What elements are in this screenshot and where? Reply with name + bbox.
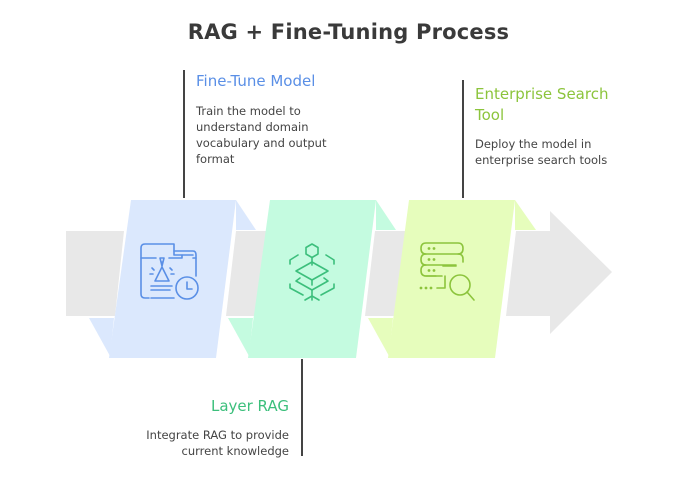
step-3-description-line: Deploy the model in [475,137,592,151]
diagram-title: RAG + Fine-Tuning Process [187,20,510,44]
step-2-description-line: current knowledge [181,444,289,458]
step-2-panel [248,200,376,358]
3d-printer-clock-icon [140,243,199,300]
step-2-fold-top [376,200,396,230]
step-1-fold-bottom [89,318,114,356]
step-2-heading: Layer RAG [210,397,289,415]
step-1-heading: Fine-Tune Model [196,72,316,90]
layered-stack-icon [289,243,335,301]
step-3-fold-top [515,200,536,230]
step-2-connector [301,359,303,456]
step-3-heading-line: Tool [475,106,505,124]
arrow-body-segment-start [66,231,124,316]
step-1-description: Train the model to understand domain voc… [196,103,326,167]
database-search-icon [419,242,475,301]
step-1-connector [183,70,185,198]
step-3-connector [462,80,464,198]
step-1-panel [109,200,236,358]
step-3-description: Deploy the model in enterprise search to… [475,136,607,168]
step-3-heading-line: Enterprise Search [475,85,609,103]
step-1-description-line: vocabulary and output [196,136,327,150]
step-2-description-line: Integrate RAG to provide [146,428,289,442]
step-2-description: Integrate RAG to provide current knowled… [146,427,289,459]
step-2-fold-bottom [228,318,253,356]
step-1-fold-top [236,200,256,230]
step-1-description-line: Train the model to [196,104,301,118]
step-3-heading: Enterprise Search Tool [475,84,608,126]
arrow-head [506,211,612,334]
step-1-description-line: format [196,152,235,166]
step-1-description-line: understand domain [196,120,309,134]
step-3-description-line: enterprise search tools [475,153,608,167]
step-3-fold-bottom [368,318,393,356]
